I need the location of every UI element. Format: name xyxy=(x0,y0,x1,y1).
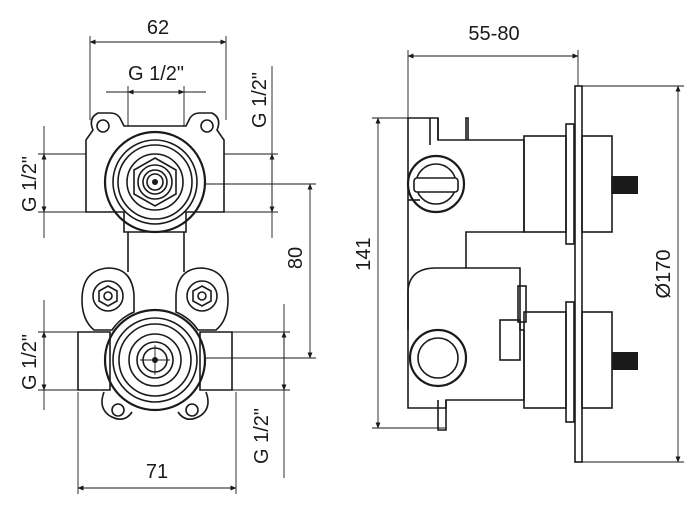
lower-outer-ring xyxy=(103,308,207,412)
dim-front-width-top: 62 xyxy=(147,17,169,39)
dim-side-height: 141 xyxy=(353,237,375,270)
upper-cartridge xyxy=(523,135,567,233)
upper-spindle xyxy=(612,176,638,194)
upper-flange xyxy=(565,123,575,245)
upper-valve-body xyxy=(85,112,225,233)
mounting-plate xyxy=(574,85,583,463)
side-main-body xyxy=(407,117,525,409)
dim-front-right-lower-port: G 1/2" xyxy=(251,408,273,464)
upper-outer-ring xyxy=(103,130,207,234)
front-view: 62 G 1/2" G 1/2" G 1/2" 80 G 1/2" xyxy=(19,17,316,494)
side-view: 55-80 141 Ø170 xyxy=(353,23,684,463)
dim-front-right-top-port: G 1/2" xyxy=(249,72,271,128)
lower-cartridge xyxy=(523,311,567,409)
dim-front-inlet-top: G 1/2" xyxy=(128,63,184,85)
upper-side-port xyxy=(406,154,466,214)
lower-spindle xyxy=(612,352,638,370)
left-middle-port xyxy=(81,267,135,331)
upper-right-mount-hole xyxy=(200,119,214,133)
upper-hex-nut xyxy=(133,157,177,207)
right-middle-port xyxy=(175,267,229,331)
dim-plate-diameter: Ø170 xyxy=(653,250,675,299)
dim-front-left-upper-port: G 1/2" xyxy=(19,156,41,212)
dim-front-left-lower-port: G 1/2" xyxy=(19,334,41,390)
lower-right-mount-hole xyxy=(185,403,199,417)
dim-side-depth: 55-80 xyxy=(468,23,519,45)
dim-front-width-bottom: 71 xyxy=(146,461,168,483)
lower-side-port xyxy=(408,328,468,388)
dim-front-spacing: 80 xyxy=(285,247,307,269)
lower-left-mount-hole xyxy=(111,403,125,417)
upper-left-mount-hole xyxy=(96,119,110,133)
lower-flange xyxy=(565,301,575,423)
connector-column xyxy=(127,232,185,272)
